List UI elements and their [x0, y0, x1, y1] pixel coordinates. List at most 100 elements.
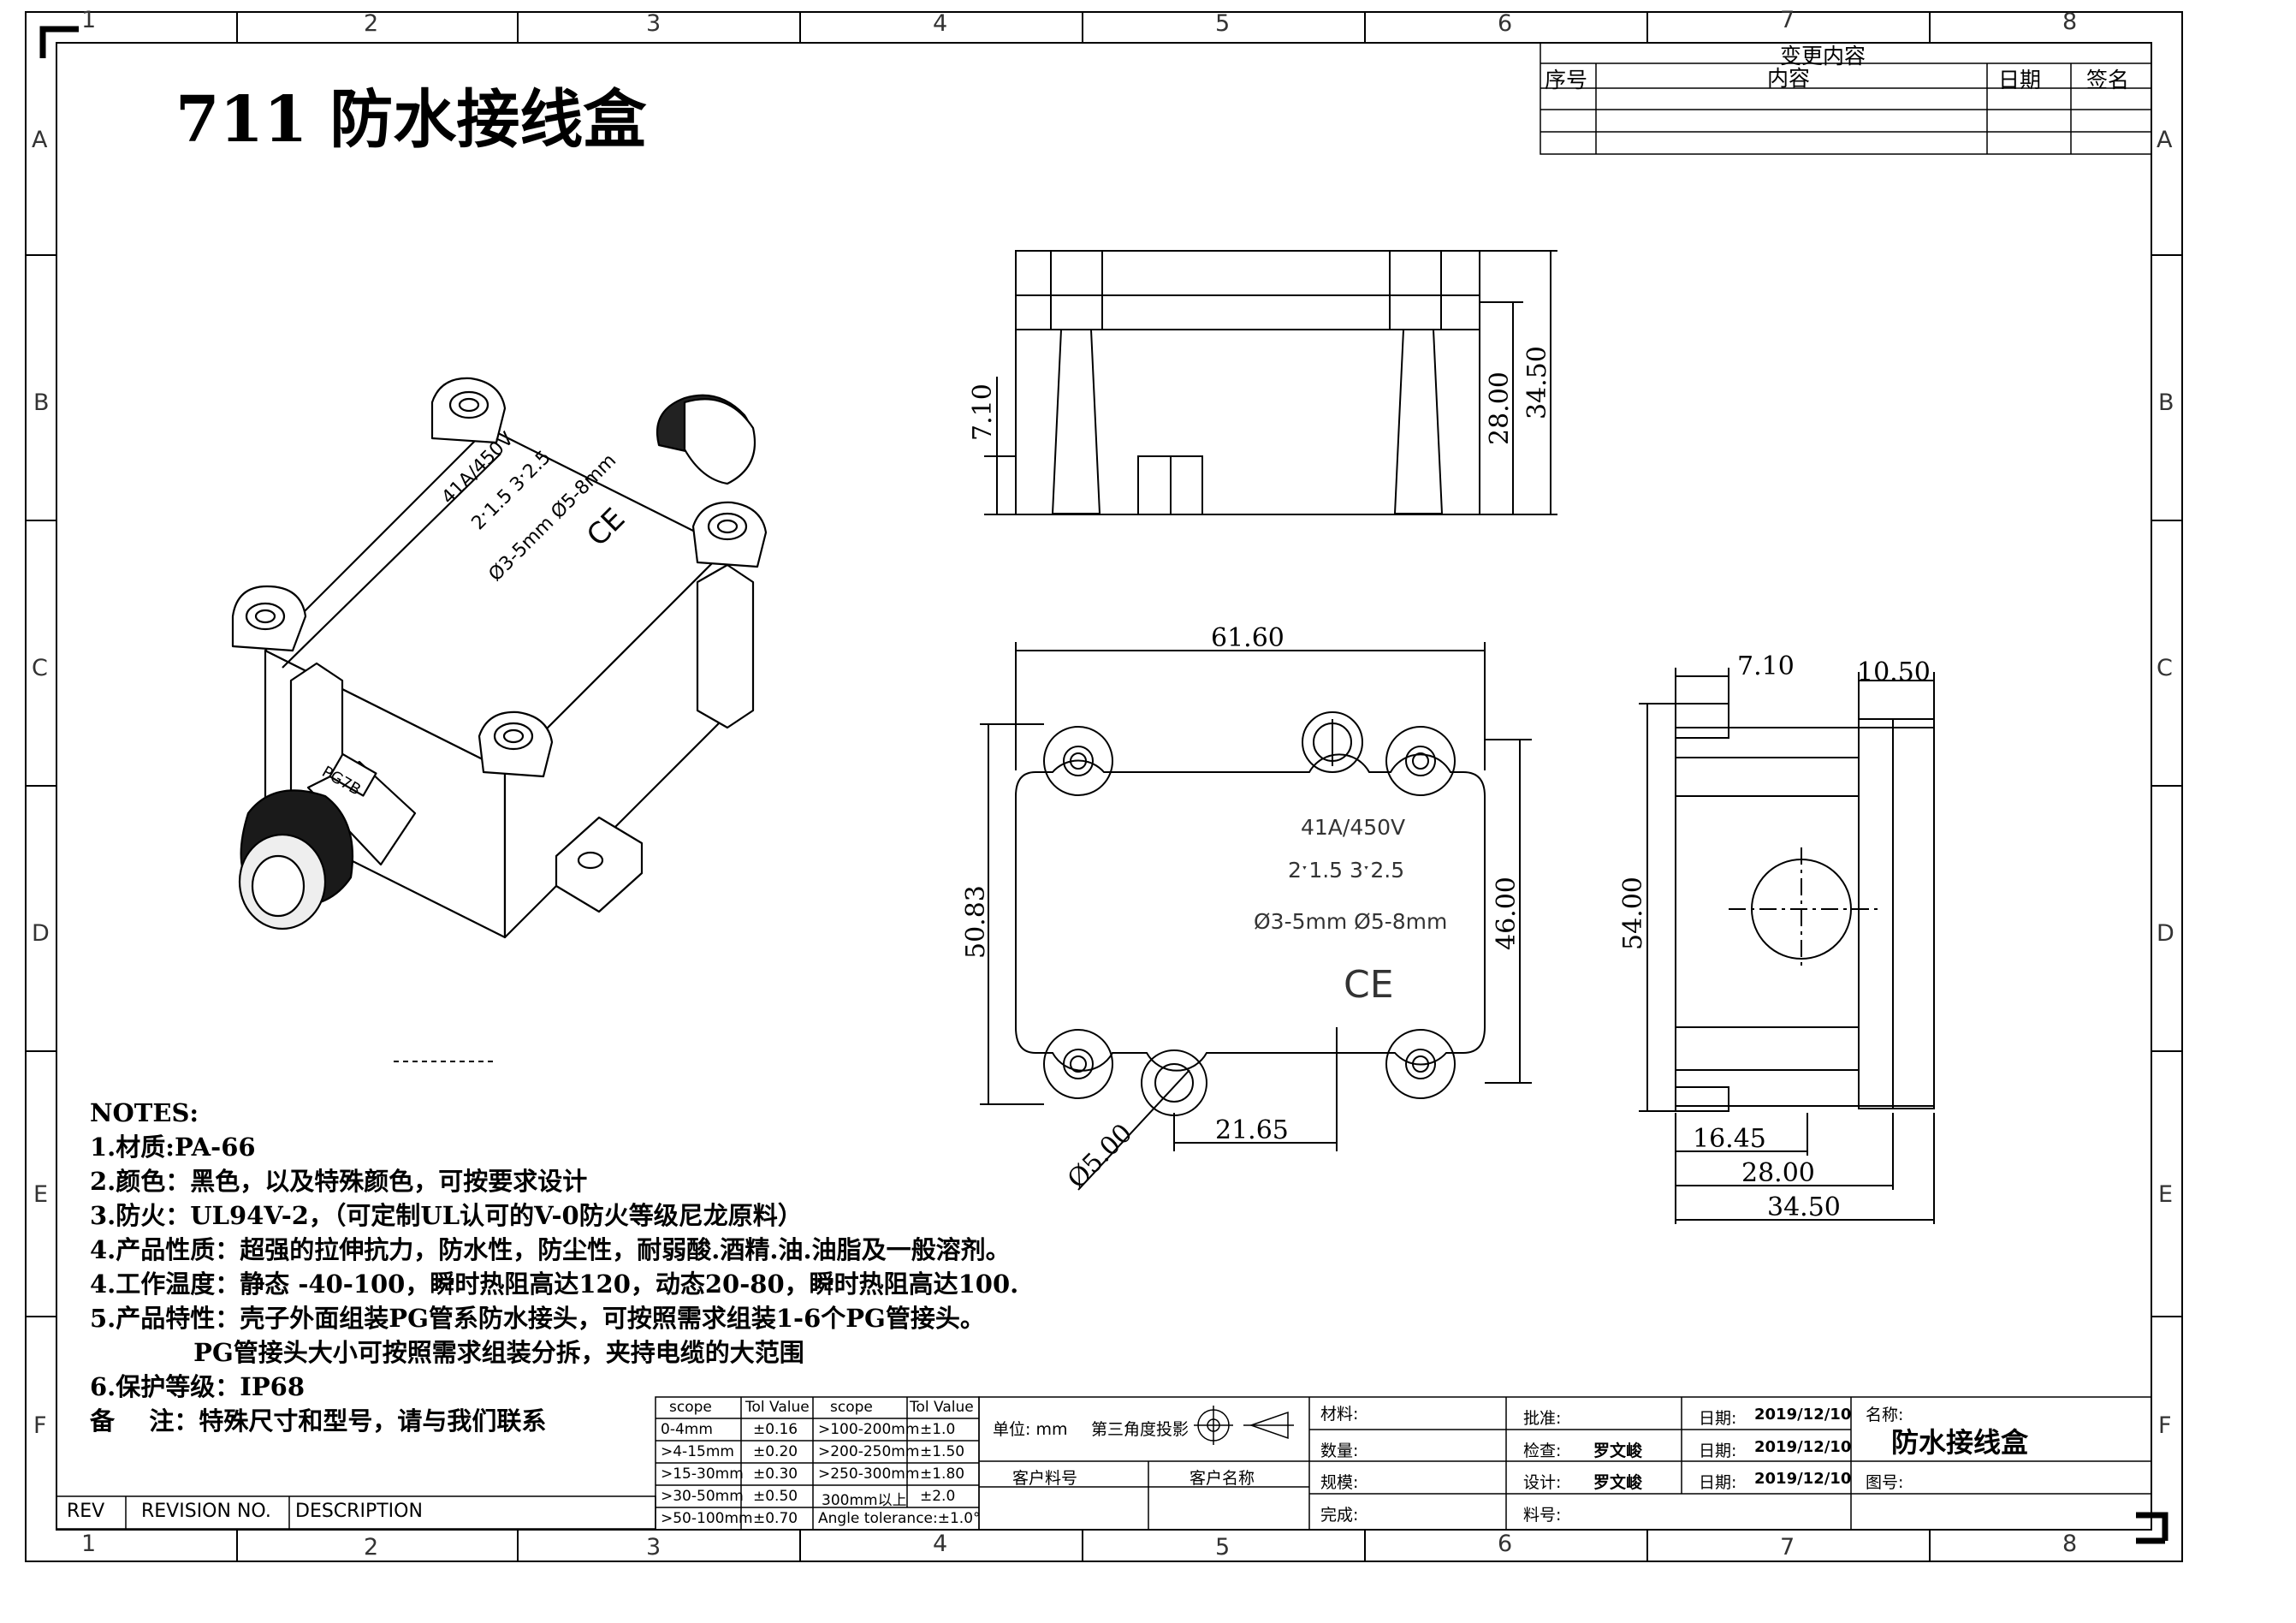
- note-remark: 备 注：特殊尺寸和型号，请与我们联系: [90, 1406, 547, 1436]
- zone-col-5: 5: [1215, 10, 1231, 37]
- tol-r1c1: 0-4mm: [661, 1421, 713, 1438]
- tb-projection: 第三角度投影: [1091, 1420, 1190, 1439]
- tb-date-2: 2019/12/10: [1754, 1438, 1852, 1456]
- tb-approve: 批准:: [1523, 1409, 1562, 1428]
- dim-7.1: 7.10: [968, 383, 998, 441]
- tb-date-label-1: 日期:: [1699, 1409, 1737, 1428]
- zone-row-b: B: [33, 389, 50, 416]
- zone-col-3b: 3: [646, 1534, 662, 1561]
- note-1: 1.材质:PA-66: [90, 1133, 256, 1162]
- drawing-title: 711 防水接线盒: [175, 83, 647, 157]
- tb-designer: 罗文峻: [1593, 1473, 1643, 1492]
- rev-col-content: 内容: [1767, 66, 1811, 91]
- tol-r3c1: >15-30mm: [661, 1465, 744, 1483]
- top-ce-text: CE: [1344, 963, 1394, 1007]
- zone-col-4: 4: [933, 10, 948, 37]
- tol-r2c3: >200-250mm: [818, 1443, 920, 1460]
- zone-col-1b: 1: [81, 1531, 97, 1557]
- zone-col-5b: 5: [1215, 1534, 1231, 1561]
- revision-table: [1540, 42, 2152, 155]
- tol-r3c3: >250-300mm: [818, 1465, 920, 1483]
- dim-28: 28.00: [1485, 372, 1515, 445]
- revision-no-label: REVISION NO.: [141, 1501, 271, 1522]
- dim-end-10.5: 10.50: [1857, 657, 1931, 687]
- rev-table-header: 变更内容: [1780, 44, 1866, 68]
- tb-name: 防水接线盒: [1891, 1426, 2029, 1459]
- tol-r1c2: ±0.16: [753, 1421, 798, 1438]
- zone-row-f: F: [33, 1412, 47, 1439]
- tol-r2c2: ±0.20: [753, 1443, 798, 1460]
- tol-r5c1: >50-100mm: [661, 1510, 753, 1527]
- tol-r3c2: ±0.30: [753, 1465, 798, 1483]
- tol-h3: scope: [830, 1399, 873, 1416]
- notes-block: NOTES: 1.材质:PA-66 2.颜色：黑色，以及特殊颜色，可按要求设计 …: [90, 1096, 1018, 1438]
- zone-row-d: D: [32, 920, 50, 947]
- tol-r4c2: ±0.50: [753, 1488, 798, 1505]
- dim-hole-dia: Ø5.00: [1062, 1118, 1138, 1194]
- dim-end-34.5: 34.50: [1767, 1192, 1841, 1222]
- title-block: [978, 1396, 2152, 1531]
- tol-r5c3: Angle tolerance:±1.0°: [818, 1510, 981, 1527]
- zone-row-a-right: A: [2157, 127, 2173, 153]
- tol-h4: Tol Value: [910, 1399, 974, 1416]
- zone-col-3: 3: [646, 10, 662, 37]
- zone-row-c-right: C: [2157, 655, 2173, 681]
- end-view: [1639, 668, 1935, 1224]
- note-4b: 4.工作温度：静态 -40-100，瞬时热阻高达120，动态20-80，瞬时热阻…: [90, 1269, 1019, 1299]
- tol-r2c1: >4-15mm: [661, 1443, 734, 1460]
- note-4a: 4.产品性质：超强的拉伸抗力，防水性，防尘性，耐弱酸.酒精.油.油脂及一般溶剂。: [90, 1235, 1011, 1264]
- note-5a: 5.产品特性：壳子外面组装PG管系防水接头，可按照需求组装1-6个PG管接头。: [90, 1304, 985, 1333]
- tb-date-3: 2019/12/10: [1754, 1470, 1852, 1488]
- tb-check: 检查:: [1523, 1442, 1562, 1460]
- tb-checker: 罗文峻: [1593, 1442, 1643, 1460]
- dim-61.6: 61.60: [1211, 623, 1284, 653]
- tol-r5c2: ±0.70: [753, 1510, 798, 1527]
- top-cable-text: Ø3-5mm Ø5-8mm: [1254, 909, 1447, 934]
- tol-r4c4: ±2.0: [920, 1488, 956, 1505]
- tb-partno: 料号:: [1523, 1506, 1562, 1525]
- tb-customer-part: 客户料号: [1012, 1469, 1078, 1488]
- tb-customer-name: 客户名称: [1190, 1469, 1255, 1488]
- tb-design: 设计:: [1523, 1473, 1562, 1492]
- front-view: [984, 250, 1557, 515]
- tb-date-1: 2019/12/10: [1754, 1406, 1852, 1424]
- tb-date-label-3: 日期:: [1699, 1473, 1737, 1492]
- top-view: [980, 642, 1532, 1191]
- notes-heading: NOTES:: [90, 1098, 199, 1127]
- tol-r1c4: ±1.0: [920, 1421, 956, 1438]
- dim-end-16.45: 16.45: [1693, 1124, 1766, 1154]
- zone-col-2: 2: [364, 10, 379, 37]
- tol-h1: scope: [669, 1399, 712, 1416]
- zone-col-7b: 7: [1780, 1534, 1795, 1561]
- tol-r4c3: 300mm以上: [822, 1492, 907, 1509]
- tol-r1c3: >100-200mm: [818, 1421, 920, 1438]
- zone-row-e: E: [33, 1181, 49, 1208]
- tb-name-label: 名称:: [1866, 1406, 1904, 1424]
- dim-end-28: 28.00: [1741, 1158, 1815, 1188]
- tol-r2c4: ±1.50: [920, 1443, 965, 1460]
- note-5b: PG管接头大小可按照需求组装分拆，夹持电缆的大范围: [90, 1338, 804, 1367]
- zone-col-6: 6: [1498, 10, 1513, 37]
- dim-end-7.1: 7.10: [1737, 651, 1795, 681]
- description-label: DESCRIPTION: [295, 1501, 423, 1522]
- rev-label: REV: [67, 1501, 105, 1522]
- tb-done: 完成:: [1320, 1506, 1359, 1525]
- tb-unit: 单位: mm: [993, 1420, 1068, 1439]
- top-wire-text: 2ˑ1.5 3ˑ2.5: [1288, 858, 1404, 883]
- tb-material: 材料:: [1320, 1405, 1359, 1424]
- dim-end-54: 54.00: [1618, 877, 1648, 950]
- tol-r3c4: ±1.80: [920, 1465, 965, 1483]
- rev-col-no: 序号: [1545, 68, 1588, 92]
- isometric-view: [231, 377, 768, 939]
- tol-r4c1: >30-50mm: [661, 1488, 744, 1505]
- zone-row-d-right: D: [2157, 920, 2174, 947]
- zone-col-1: 1: [81, 7, 97, 33]
- tb-date-label-2: 日期:: [1699, 1442, 1737, 1460]
- tol-h2: Tol Value: [745, 1399, 810, 1416]
- dim-50.83: 50.83: [961, 885, 991, 959]
- rev-col-sign: 签名: [2086, 68, 2130, 92]
- zone-row-c: C: [32, 655, 48, 681]
- tb-drawing-no: 图号:: [1866, 1473, 1904, 1492]
- zone-row-f-right: F: [2158, 1412, 2172, 1439]
